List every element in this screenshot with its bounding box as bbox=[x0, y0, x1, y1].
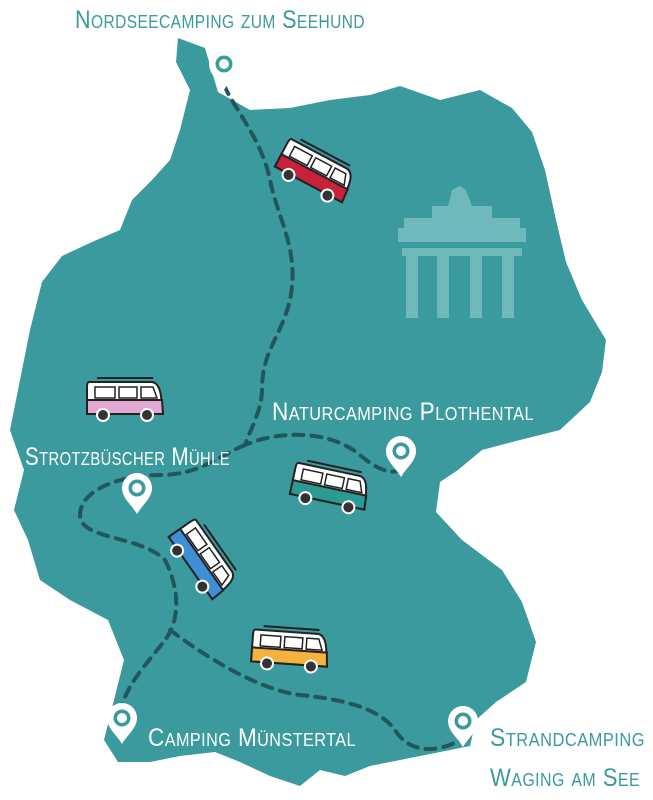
camper-van-icon bbox=[288, 459, 368, 515]
brandenburg-gate-icon bbox=[398, 186, 526, 318]
label-naturcamping-plothental: Naturcamping Plothental bbox=[272, 398, 534, 426]
label-nordseecamping: Nordseecamping zum Seehund bbox=[75, 6, 365, 34]
camper-vans bbox=[86, 138, 368, 674]
camper-van-icon bbox=[273, 138, 352, 204]
camper-van-icon bbox=[250, 625, 328, 674]
camper-van-icon bbox=[167, 518, 237, 601]
label-strotzbuescher-muehle: Strotzbüscher Mühle bbox=[25, 443, 230, 471]
label-strandcamping: Strandcamping bbox=[490, 724, 645, 752]
route-path bbox=[77, 83, 462, 751]
label-waging-am-see: Waging am See bbox=[490, 764, 640, 792]
camper-van-icon bbox=[86, 377, 165, 422]
label-camping-muenstertal: Camping Münstertal bbox=[148, 724, 356, 752]
